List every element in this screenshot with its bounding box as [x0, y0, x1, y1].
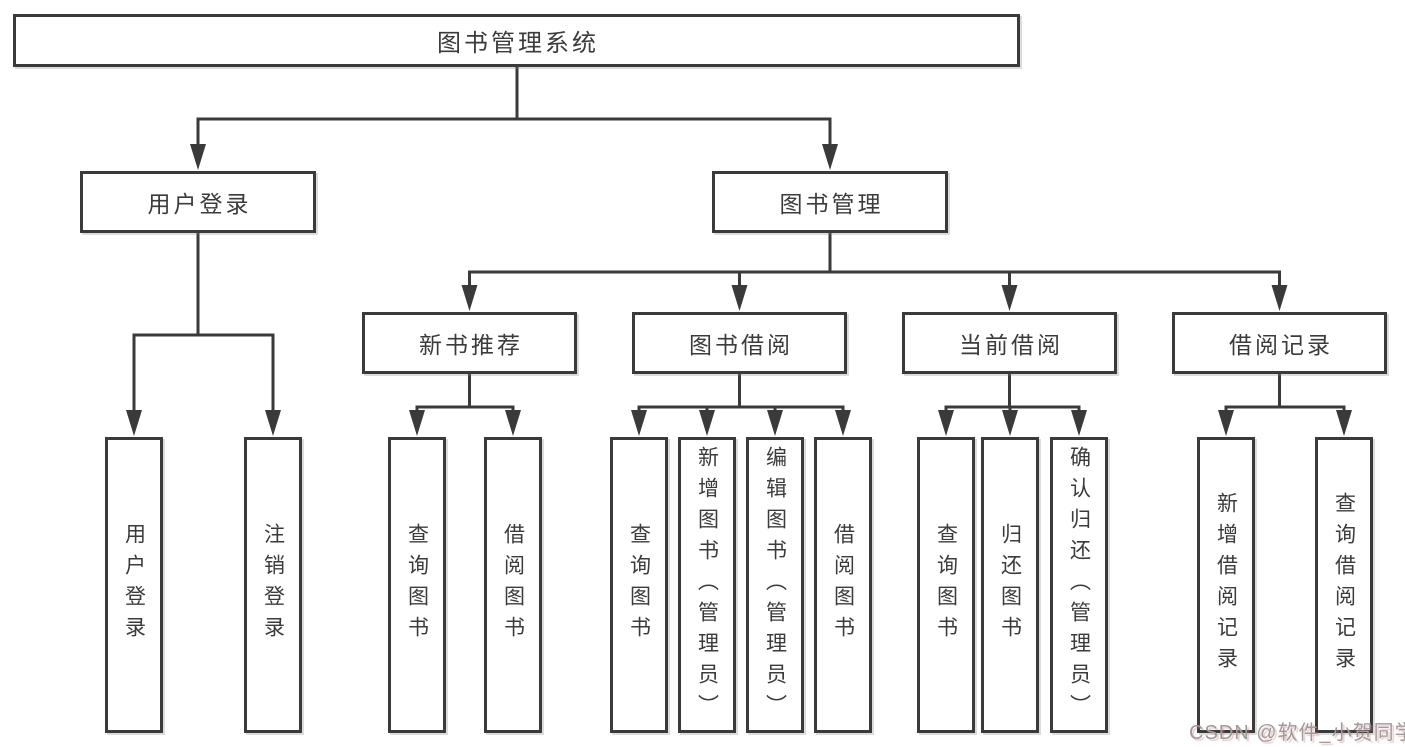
leaf-edit-book-admin: 编辑图书（管理员）	[746, 437, 804, 733]
node-label: 注销登录	[261, 523, 285, 647]
leaf-logout: 注销登录	[244, 437, 302, 733]
node-label: 查询图书	[405, 523, 429, 647]
node-label: 查询图书	[627, 523, 651, 647]
leaf-borrow-books-recommend: 借阅图书	[484, 437, 542, 733]
connector-borrow-records-to-leaves	[1218, 374, 1352, 436]
connector-root-to-level2	[190, 67, 838, 170]
node-label: 查询借阅记录	[1332, 492, 1356, 678]
leaf-borrow-books: 借阅图书	[814, 437, 872, 733]
node-label: 新增借阅记录	[1214, 492, 1238, 678]
leaf-query-borrow-record: 查询借阅记录	[1315, 437, 1373, 733]
node-label: 确认归还（管理员）	[1067, 445, 1091, 725]
node-user-login: 用户登录	[80, 171, 316, 233]
node-label: 新增图书（管理员）	[695, 445, 719, 725]
node-book-management: 图书管理	[712, 171, 948, 233]
node-label: 归还图书	[998, 523, 1022, 647]
node-label: 图书管理系统	[437, 30, 599, 57]
leaf-return-book: 归还图书	[981, 437, 1039, 733]
leaf-user-login: 用户登录	[105, 437, 163, 733]
leaf-add-borrow-record: 新增借阅记录	[1197, 437, 1255, 733]
node-label: 当前借阅	[959, 332, 1063, 358]
connector-book-borrow-to-leaves	[631, 374, 851, 436]
node-new-book-recommend: 新书推荐	[362, 312, 577, 374]
node-label: 新书推荐	[419, 332, 523, 358]
leaf-add-book-admin: 新增图书（管理员）	[678, 437, 736, 733]
node-label: 用户登录	[147, 191, 252, 217]
node-label: 借阅图书	[501, 523, 525, 647]
connector-new-book-recommend-to-leaves	[409, 374, 521, 436]
leaf-query-books-current: 查询图书	[917, 437, 975, 733]
node-label: 图书管理	[779, 191, 884, 217]
node-current-borrow: 当前借阅	[902, 312, 1117, 374]
node-label: 图书借阅	[689, 332, 793, 358]
connector-book-management-to-level3	[461, 233, 1288, 311]
node-label: 借阅图书	[831, 523, 855, 647]
csdn-watermark: CSDN @软件_小贺同学	[1189, 722, 1405, 744]
leaf-query-books-borrow: 查询图书	[610, 437, 668, 733]
leaf-confirm-return-admin: 确认归还（管理员）	[1050, 437, 1108, 733]
node-label: 用户登录	[122, 523, 146, 647]
node-book-borrow: 图书借阅	[632, 312, 847, 374]
connector-user-login-to-leaves	[126, 233, 281, 436]
node-borrow-records: 借阅记录	[1172, 312, 1387, 374]
node-label: 编辑图书（管理员）	[763, 445, 787, 725]
node-library-management-system: 图书管理系统	[13, 14, 1020, 67]
connector-current-borrow-to-leaves	[938, 374, 1087, 436]
leaf-query-books-recommend: 查询图书	[388, 437, 446, 733]
node-label: 借阅记录	[1229, 332, 1333, 358]
node-label: 查询图书	[934, 523, 958, 647]
